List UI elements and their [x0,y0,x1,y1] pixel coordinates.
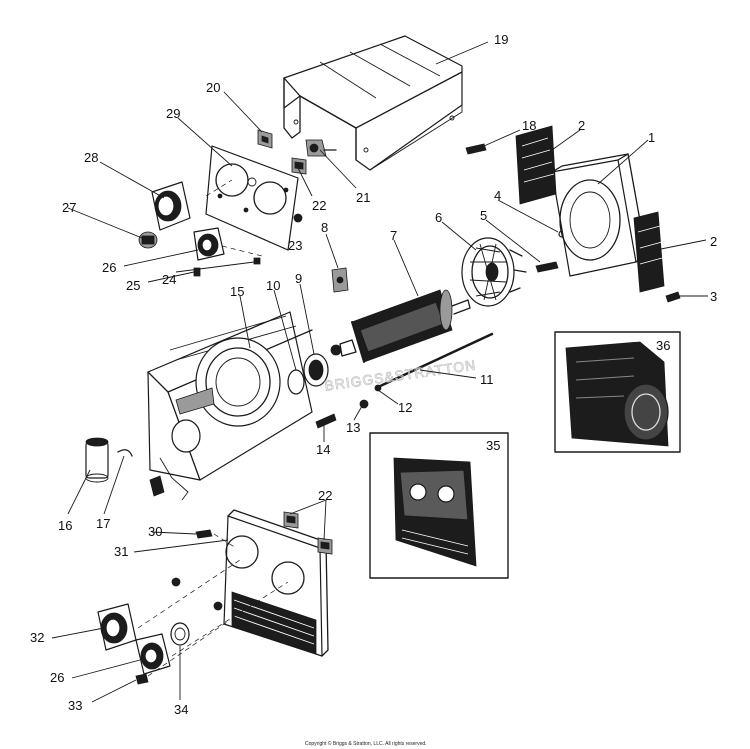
switch-22-bottom-b [317,537,333,555]
callout-26-top: 26 [102,260,116,275]
callout-30: 30 [148,524,162,539]
top-cover [283,35,463,171]
capacitor [85,437,109,483]
callout-12: 12 [398,400,412,415]
receptacle-32 [97,603,137,651]
callout-5: 5 [480,208,487,223]
callout-35: 35 [486,438,500,453]
callout-13: 13 [346,420,360,435]
screen-2-right [633,211,665,293]
fan [461,237,527,307]
nut-31a [171,577,181,587]
callout-22-bottom: 22 [318,488,332,503]
callout-27: 27 [62,200,76,215]
screw-33 [135,673,149,685]
inset-35 [369,432,509,579]
copyright-notice: Copyright © Briggs & Stratton, LLC. All … [305,740,427,747]
callout-29: 29 [166,106,180,121]
callout-9: 9 [295,271,302,286]
callout-16: 16 [58,518,72,533]
callout-28: 28 [84,150,98,165]
callout-26-bottom: 26 [50,670,64,685]
callout-14: 14 [316,442,330,457]
callout-3: 3 [710,289,717,304]
callout-15: 15 [230,284,244,299]
callout-10: 10 [266,278,280,293]
callout-24: 24 [162,272,176,287]
callout-4: 4 [494,188,501,203]
nut-23 [293,213,303,223]
leader-lines [51,41,708,703]
clamp-17 [117,449,133,457]
receptacle-28 [151,181,191,231]
callout-17: 17 [96,516,110,531]
through-bolt [374,332,494,390]
spacer-10 [287,369,305,395]
switch-20 [257,129,273,149]
callout-22-top: 22 [312,198,326,213]
callout-6: 6 [435,210,442,225]
screw-24 [253,257,261,265]
callout-33: 33 [68,698,82,713]
callout-25: 25 [126,278,140,293]
callout-21: 21 [356,190,370,205]
bearing-9 [303,353,329,387]
nut-31b [213,601,223,611]
screw-25 [193,267,201,277]
callout-32: 32 [30,630,44,645]
washer-12 [374,384,382,392]
breaker-34 [170,622,190,646]
callout-36: 36 [656,338,670,353]
callout-19: 19 [494,32,508,47]
callout-7: 7 [390,228,397,243]
callout-11: 11 [480,372,494,387]
callout-labels: 19 1 2 2 3 4 5 6 7 8 9 10 11 12 13 14 15… [30,32,717,717]
end-bell [551,153,647,277]
control-panel [205,145,299,251]
callout-34: 34 [174,702,188,717]
stator-housing [147,311,313,501]
callout-18: 18 [522,118,536,133]
screw-14 [315,413,337,429]
switch-22-top [291,157,307,175]
receptacle-26-bottom [135,633,171,675]
callout-8: 8 [321,220,328,235]
bolt-5 [535,261,559,273]
receptacle-26-top [193,227,225,261]
screw-18 [465,143,487,155]
callout-2-top: 2 [578,118,585,133]
screw-3 [665,291,681,303]
callout-31: 31 [114,544,128,559]
assembly-lines [137,179,289,677]
switch-22-bottom-a [283,511,299,529]
inset-36 [554,331,681,453]
breaker-21 [305,139,337,157]
front-panel [223,509,329,657]
screen-2-top [515,125,557,205]
callout-2-right: 2 [710,234,717,249]
plug-27 [138,231,158,249]
bracket-8 [331,267,349,293]
rotor [330,289,471,363]
callout-1: 1 [648,130,655,145]
callout-23: 23 [288,238,302,253]
screw-30 [195,529,213,539]
callout-20: 20 [206,80,220,95]
